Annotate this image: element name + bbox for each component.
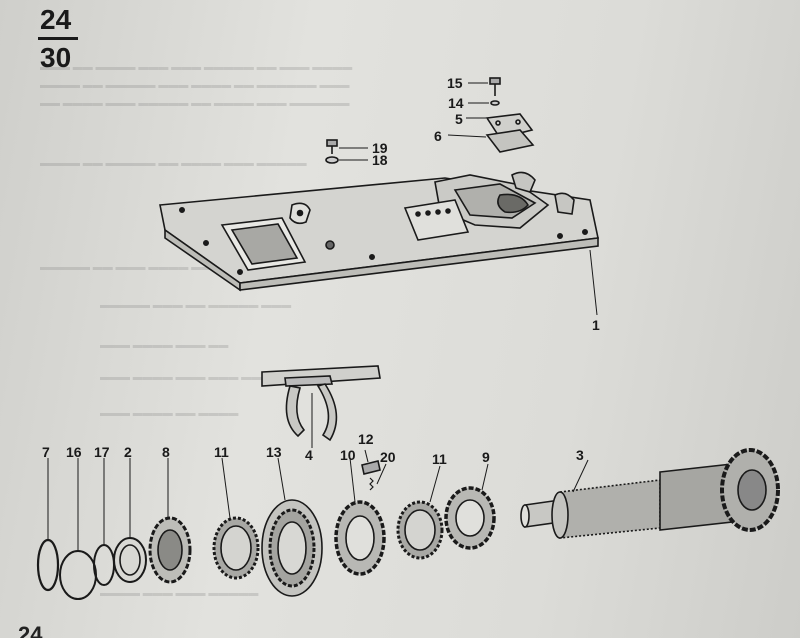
gear-8 — [148, 458, 192, 584]
page-number-bottom: 30 — [40, 42, 72, 73]
callout-labels: 1 2 3 4 5 6 7 8 9 10 11 11 12 13 14 15 1… — [42, 75, 600, 467]
ring-17 — [93, 458, 115, 586]
shift-fork-4 — [261, 365, 381, 448]
footer-page-number: 24 — [18, 622, 43, 638]
lock-spring-20 — [361, 449, 387, 491]
washer-2 — [113, 458, 147, 583]
bleed-through-text: ▬▬▬ ▬▬▬▬ ▬▬▬ ▬▬▬ ▬▬▬ — [100, 372, 272, 383]
plate-6 — [447, 129, 535, 153]
bleed-through-text: ▬▬▬ ▬▬▬▬ ▬▬▬ ▬▬ — [100, 340, 229, 351]
ring-16 — [59, 458, 97, 600]
callout-16: 16 — [66, 444, 82, 460]
callout-19: 19 — [372, 140, 388, 156]
callout-3: 3 — [576, 447, 584, 463]
hub-10 — [334, 457, 386, 576]
callout-10: 10 — [340, 447, 356, 463]
callout-13: 13 — [266, 444, 282, 460]
bleed-through-text: ▬▬▬ ▬▬ ▬▬▬▬ ▬▬▬ ▬▬▬ ▬▬▬▬▬ ▬▬ ▬▬▬ ▬▬▬▬ — [40, 62, 353, 73]
callout-4: 4 — [305, 447, 313, 463]
callout-7: 7 — [42, 444, 50, 460]
callout-11-right: 11 — [432, 451, 447, 467]
page-number-top: 24 — [40, 4, 72, 35]
synchro-ring-11-right — [396, 465, 444, 560]
callout-1: 1 — [592, 317, 600, 333]
callout-2: 2 — [124, 444, 132, 460]
callout-12: 12 — [358, 431, 374, 447]
bolt-19 — [326, 139, 368, 154]
bolt-15 — [468, 77, 501, 96]
bleed-through-text: ▬▬▬▬ ▬▬ ▬▬▬▬▬ ▬▬ ▬▬▬▬ ▬▬▬ ▬▬▬▬▬ — [40, 158, 307, 169]
washer-18 — [325, 156, 368, 164]
gear-9 — [444, 463, 496, 550]
bleed-through-text: ▬▬▬▬▬ ▬▬▬ ▬▬ ▬▬▬▬▬ ▬▬▬ — [100, 300, 292, 311]
synchro-ring-11-left — [212, 457, 260, 580]
callout-14: 14 — [448, 95, 464, 111]
main-shaft-3 — [520, 448, 780, 539]
callout-6: 6 — [434, 128, 442, 144]
bleed-through-text: ▬▬▬▬ ▬▬▬ ▬▬▬ ▬▬▬▬▬ — [100, 588, 259, 599]
callout-8: 8 — [162, 444, 170, 460]
callout-17: 17 — [94, 444, 110, 460]
bleed-through-text: ▬▬▬ ▬▬▬▬ ▬▬ ▬▬▬▬ — [100, 408, 239, 419]
circlip-7 — [36, 458, 60, 592]
callout-15: 15 — [447, 75, 463, 91]
bleed-through-text: ▬▬▬▬ ▬▬ ▬▬▬▬▬ ▬▬▬ ▬▬▬▬ ▬▬ ▬▬▬▬▬▬ ▬▬▬ — [40, 80, 350, 91]
callout-9: 9 — [482, 449, 490, 465]
leader-1 — [589, 249, 598, 316]
washer-14 — [468, 100, 500, 106]
callout-20: 20 — [380, 449, 396, 465]
callout-5: 5 — [455, 111, 463, 127]
cover-plate — [159, 171, 599, 292]
callout-11-left: 11 — [214, 444, 229, 460]
bleed-through-text: ▬▬▬▬▬ ▬▬ ▬▬▬ ▬▬▬▬ ▬▬ — [40, 262, 212, 273]
bleed-through-text: ▬▬ ▬▬▬▬ ▬▬▬ ▬▬▬▬▬ ▬▬ ▬▬▬▬ ▬▬▬ ▬▬▬▬▬▬ — [40, 98, 350, 109]
page-number-divider — [38, 37, 78, 40]
sleeve-13 — [261, 457, 323, 597]
callout-18: 18 — [372, 152, 388, 168]
